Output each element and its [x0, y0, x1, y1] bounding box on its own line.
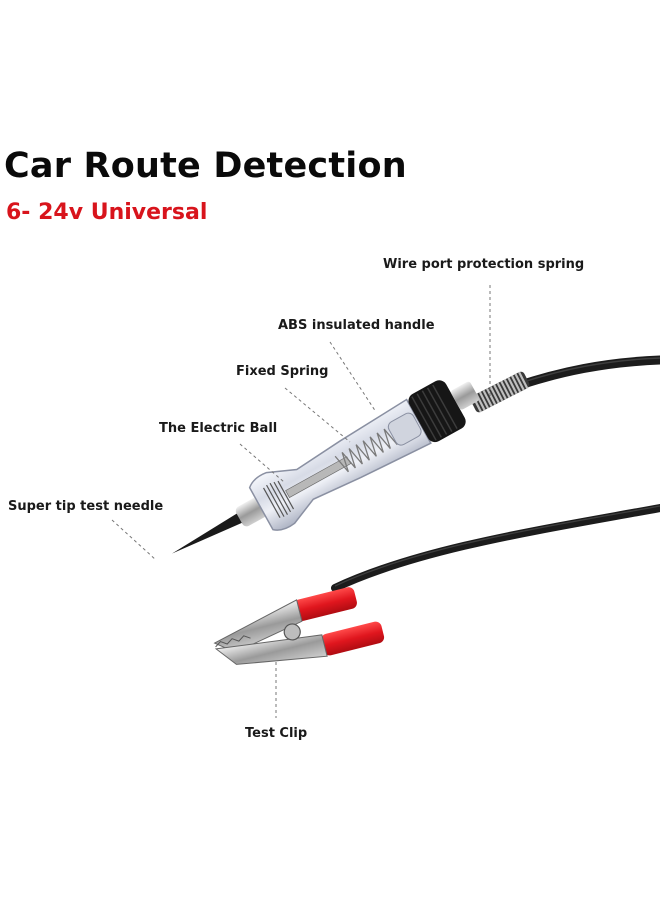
label-fixed-spring: Fixed Spring: [236, 364, 329, 379]
clip-cable: [331, 504, 660, 592]
probe-body: [171, 380, 479, 554]
label-electric-ball: The Electric Ball: [159, 421, 278, 436]
test-needle: [171, 508, 251, 554]
fixed-spring: [334, 428, 398, 473]
wire-protection-spring: [470, 371, 530, 413]
label-test-needle: Super tip test needle: [8, 499, 164, 514]
label-wire-port-spring: Wire port protection spring: [383, 257, 585, 272]
page-title: Car Route Detection: [4, 146, 407, 186]
leader-lines: [111, 285, 491, 718]
handle-end-cap: [408, 380, 466, 443]
label-abs-handle: ABS insulated handle: [278, 318, 435, 333]
voltage-subtitle: 6- 24v Universal: [6, 200, 208, 225]
test-clip: [213, 587, 385, 665]
label-test-clip: Test Clip: [245, 726, 308, 741]
